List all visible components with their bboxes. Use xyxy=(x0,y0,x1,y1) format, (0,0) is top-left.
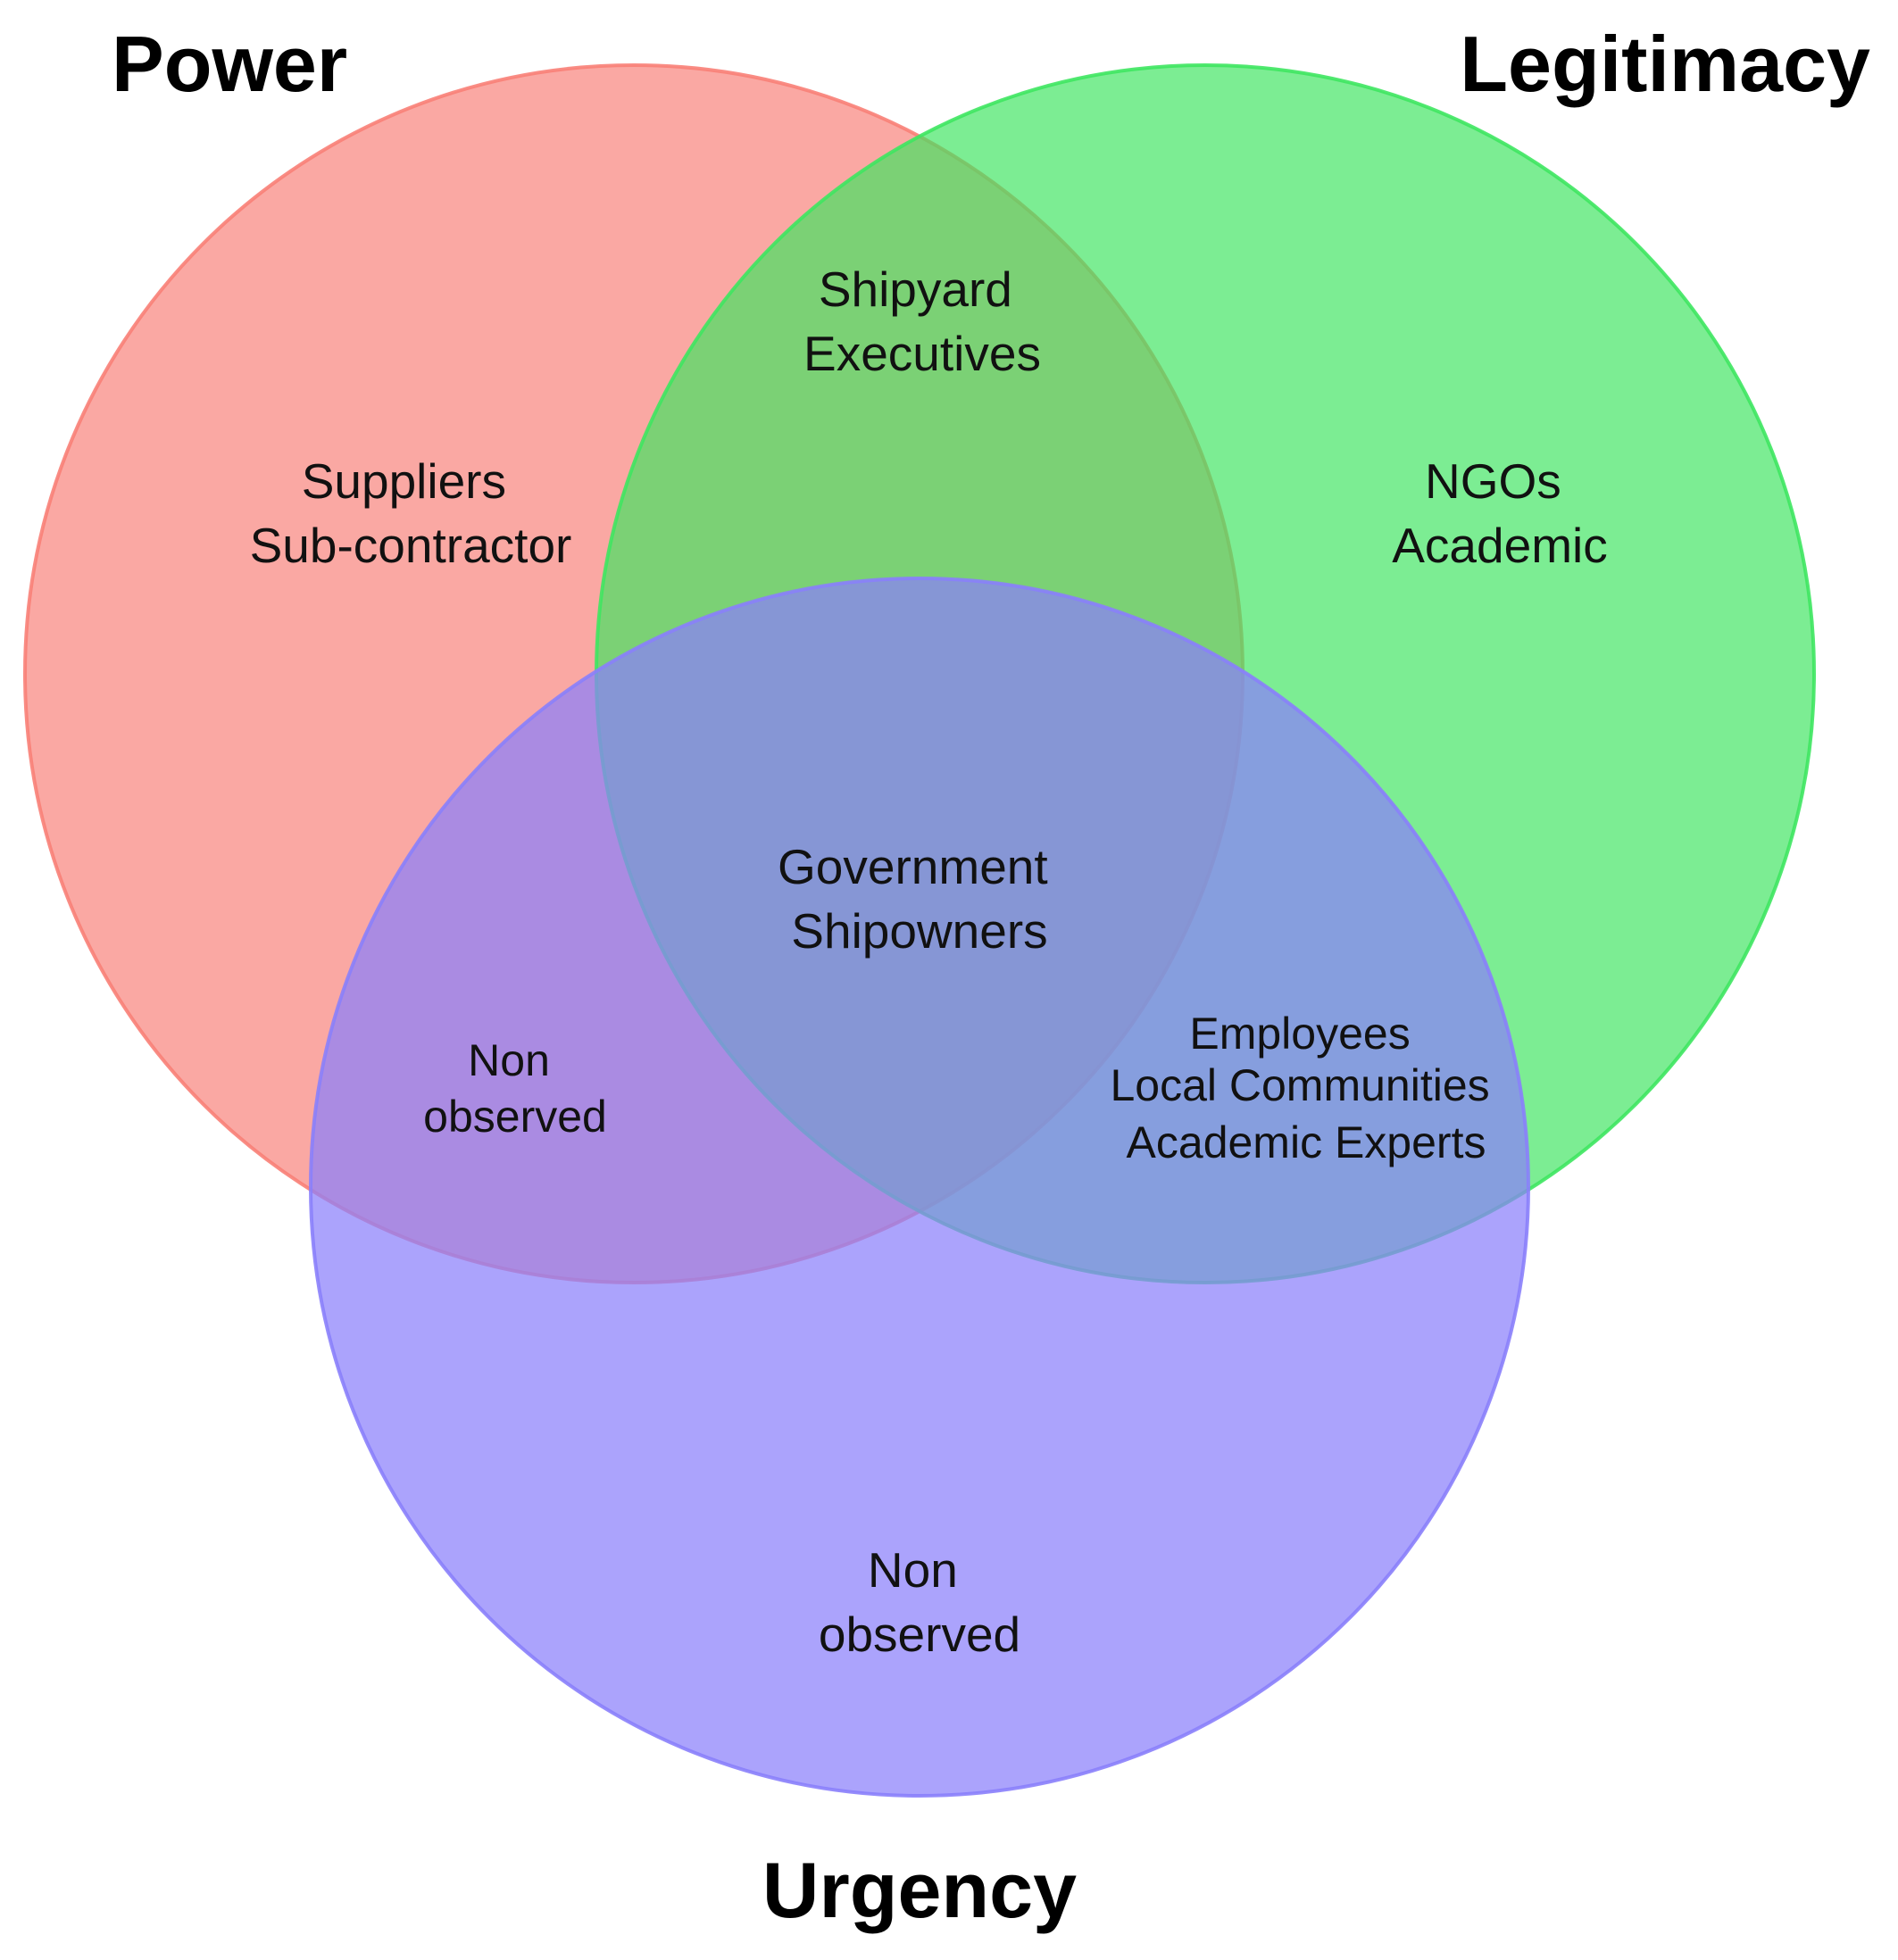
urgency-only-label: Non observed xyxy=(819,1542,1020,1662)
all-three-label: Government Shipowners xyxy=(778,839,1061,959)
region-line: Non xyxy=(468,1035,550,1085)
power-title: Power xyxy=(112,20,347,108)
legitimacy-only-label: NGOs Academic xyxy=(1392,453,1607,573)
region-labels: Suppliers Sub-contractor Shipyard Execut… xyxy=(250,262,1608,1662)
region-line: observed xyxy=(819,1607,1020,1662)
region-line: Suppliers xyxy=(302,453,506,509)
power-legitimacy-label: Shipyard Executives xyxy=(803,262,1041,381)
set-circles xyxy=(23,63,1816,1798)
region-line: Government xyxy=(778,839,1048,894)
region-line: Sub-contractor xyxy=(250,518,572,573)
region-line: NGOs xyxy=(1425,453,1561,509)
urgency-circle xyxy=(309,577,1530,1798)
region-line: Shipowners xyxy=(791,903,1047,959)
legitimacy-title: Legitimacy xyxy=(1460,20,1870,108)
region-line: Local Communities xyxy=(1110,1060,1489,1110)
region-line: observed xyxy=(423,1092,607,1142)
region-line: Non xyxy=(868,1542,958,1598)
power-only-label: Suppliers Sub-contractor xyxy=(250,453,572,573)
region-line: Academic Experts xyxy=(1127,1117,1486,1167)
region-line: Executives xyxy=(803,326,1041,381)
urgency-title: Urgency xyxy=(762,1846,1077,1934)
legitimacy-urgency-label: Employees Local Communities Academic Exp… xyxy=(1110,1009,1502,1167)
power-urgency-label: Non observed xyxy=(423,1035,607,1142)
set-titles: Power Legitimacy Urgency xyxy=(112,20,1870,1934)
region-line: Academic xyxy=(1392,518,1607,573)
region-line: Shipyard xyxy=(819,262,1012,317)
region-line: Employees xyxy=(1189,1009,1410,1059)
